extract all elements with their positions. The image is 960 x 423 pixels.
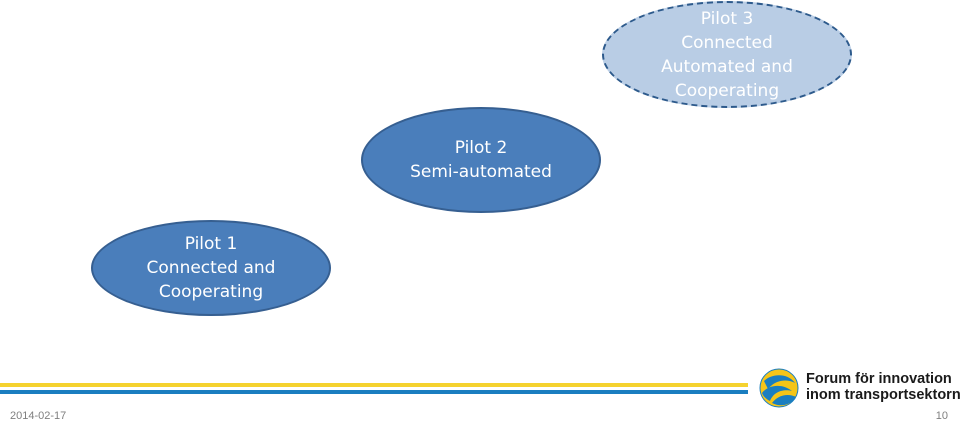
slide-date: 2014-02-17 (10, 410, 67, 422)
pilot-1-line-2: Connected and (146, 258, 276, 278)
pilot-1-title: Pilot 1 (184, 234, 238, 254)
pilot-1-line-3: Cooperating (158, 282, 264, 302)
pilot-2-line-2: Semi-automated (410, 162, 552, 182)
slide-page-number: 10 (935, 410, 948, 422)
pilot-2-title: Pilot 2 (454, 138, 508, 158)
pilot-3-line-4: Cooperating (674, 80, 780, 101)
pilot-3-line-3: Automated and (661, 56, 793, 77)
pilot-3-ellipse: Pilot 3 Connected Automated and Cooperat… (602, 1, 852, 108)
forum-logo-line-1: Forum för innovation (806, 371, 952, 387)
forum-logo-icon (759, 368, 799, 408)
pilot-3-line-2: Connected (681, 32, 773, 53)
forum-logo-line-2: inom transportsektorn (806, 387, 960, 403)
pilot-2-ellipse: Pilot 2 Semi-automated (361, 107, 601, 213)
pilot-1-ellipse: Pilot 1 Connected and Cooperating (91, 220, 331, 316)
forum-logo-text: Forum för innovation inom transportsekto… (806, 371, 960, 403)
footer-stripe-yellow (0, 383, 748, 387)
forum-logo: Forum för innovation inom transportsekto… (756, 367, 960, 409)
footer-stripe-blue (0, 390, 748, 394)
pilot-3-title: Pilot 3 (700, 8, 754, 29)
